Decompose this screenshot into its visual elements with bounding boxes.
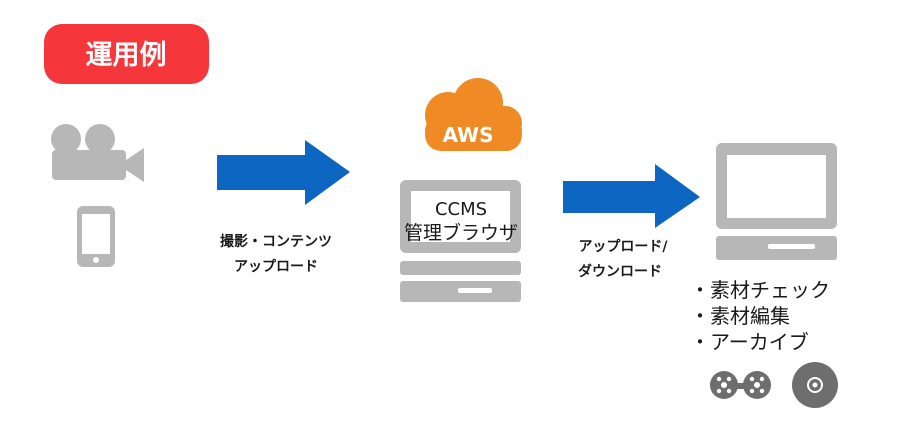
download-arrow: [563, 164, 700, 228]
disc-icon: [792, 362, 838, 408]
tape-reel-icon: [710, 371, 771, 399]
video-camera-icon: [51, 124, 144, 182]
badge-label: 運用例: [86, 40, 167, 71]
shoot-upload-label-line1: 撮影・コンテンツ: [220, 233, 332, 250]
desktop-computer-icon: [716, 143, 837, 260]
smartphone-icon: [77, 206, 115, 267]
up-download-label-line2: ダウンロード: [578, 263, 662, 280]
cloud-icon: [425, 78, 522, 151]
management-browser-label: 管理ブラウザ: [404, 221, 518, 244]
up-download-label-line1: アップロード/: [578, 239, 668, 255]
upload-arrow: [217, 140, 350, 205]
aws-label: AWS: [442, 123, 493, 147]
shoot-upload-label-line2: アップロード: [234, 259, 318, 275]
task-item-check: ・素材チェック: [690, 278, 830, 302]
usage-example-badge: 運用例: [44, 24, 209, 84]
task-item-archive: ・アーカイブ: [690, 330, 809, 354]
task-item-edit: ・素材編集: [690, 304, 790, 328]
ccms-label: CCMS: [435, 199, 487, 220]
server-icon: [400, 180, 521, 302]
